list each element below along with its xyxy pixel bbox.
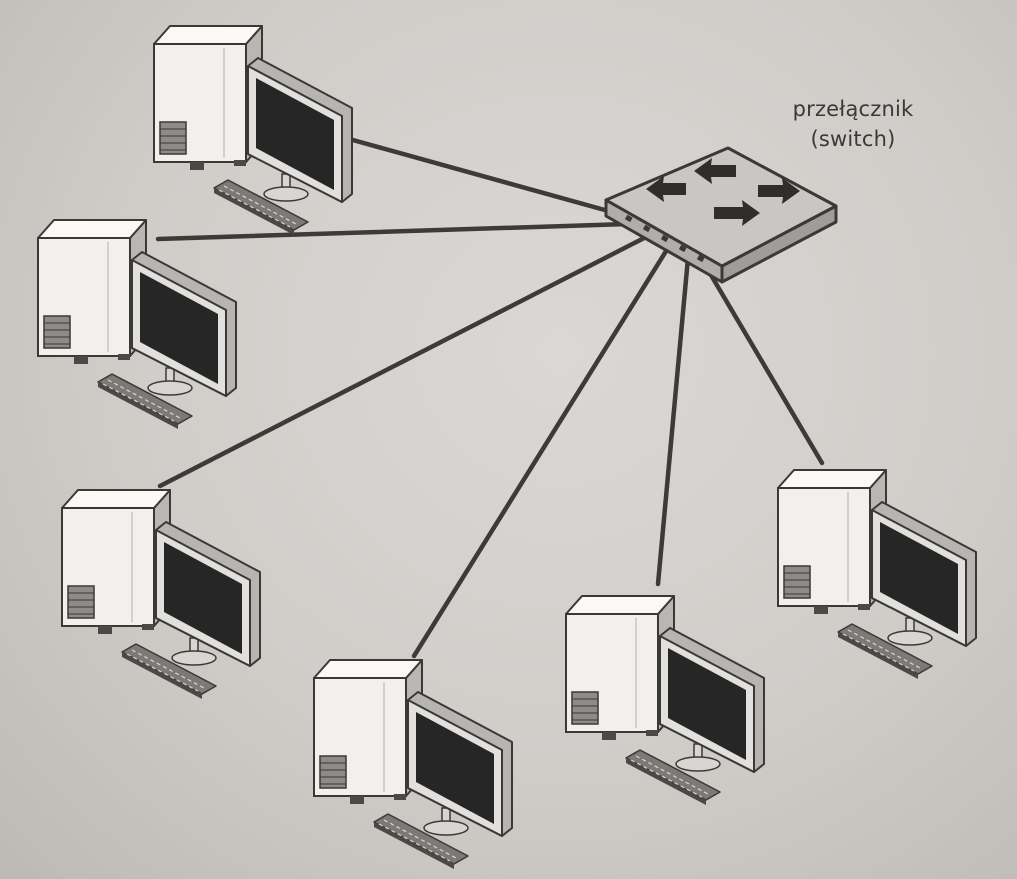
cable-pc-3	[157, 233, 651, 489]
network-switch	[604, 146, 838, 284]
cable-pc-2	[155, 221, 631, 242]
computer-pc-5	[565, 595, 765, 806]
computer-pc-1	[153, 25, 353, 236]
switch-label-text: przełącznik	[792, 97, 914, 121]
switch-sublabel-text: (switch)	[810, 127, 896, 151]
computer-pc-2	[37, 219, 237, 430]
computer-pc-6	[777, 469, 977, 680]
cables	[155, 134, 825, 659]
cable-pc-6	[705, 267, 825, 466]
switch-ports	[624, 214, 705, 263]
computer-pc-4	[313, 659, 513, 870]
switch-arrows-icon	[646, 158, 800, 226]
cable-pc-4	[411, 245, 671, 659]
cable-pc-1	[339, 134, 615, 215]
cable-pc-5	[655, 255, 691, 587]
computer-pc-3	[61, 489, 261, 700]
switch-label: przełącznik (switch)	[758, 94, 948, 154]
